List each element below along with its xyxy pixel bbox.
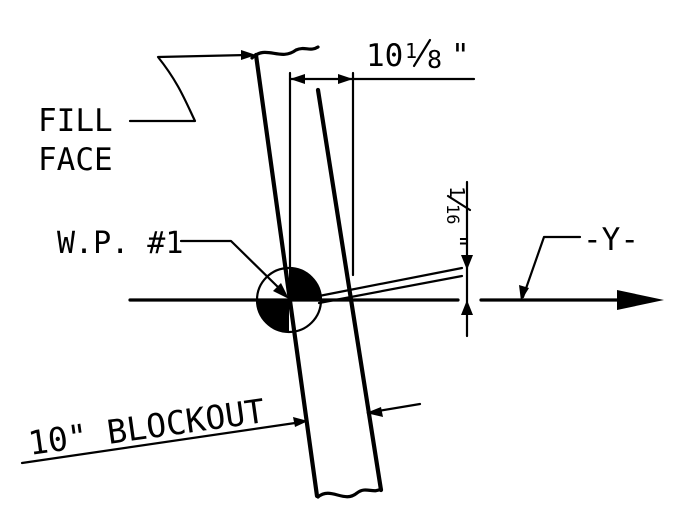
fill-face-leader	[128, 53, 249, 123]
offset-arrow-top	[461, 255, 473, 270]
y-axis-label: -Y-	[583, 222, 639, 258]
fill-face-label-line2: FACE	[38, 142, 113, 178]
axis-label-leader	[521, 235, 582, 299]
axis-label-leader-arrow	[519, 285, 529, 301]
offset-inch-mark: "	[443, 234, 471, 248]
dimension-inch-mark: "	[451, 38, 470, 74]
dimension-fraction-denominator: 8	[427, 45, 442, 74]
top-break-line	[250, 45, 320, 60]
work-point-quadrant-upper-right	[289, 268, 321, 300]
fill-face-leader-arrow	[241, 50, 256, 60]
dimension-whole-value: 10	[366, 38, 403, 74]
dimension-arrow-right	[338, 74, 353, 84]
work-point-quadrant-lower-left	[257, 300, 289, 332]
dimension-arrow-left	[290, 74, 305, 84]
blockout-label: 10" BLOCKOUT	[26, 391, 268, 463]
offset-fraction-numerator: 1	[445, 186, 469, 198]
work-point-leader-arrow	[273, 283, 289, 299]
work-point-label: W.P. #1	[57, 226, 183, 261]
fraction-slash	[412, 38, 432, 68]
work-point-leader	[179, 239, 284, 293]
offset-dimension: 1 16 "	[317, 180, 473, 338]
back-face-arrow	[366, 407, 383, 417]
offset-fraction-denominator: 16	[442, 204, 462, 224]
fill-face-line	[253, 52, 320, 499]
blockout-width-dimension: 10 1 8 "	[288, 38, 476, 277]
y-axis-arrowhead	[617, 290, 664, 310]
blockout-leader-arrow	[293, 417, 308, 427]
offset-line-lower	[317, 274, 464, 305]
dimension-fraction-numerator: 1	[405, 39, 417, 63]
offset-arrow-bottom	[461, 300, 473, 315]
bottom-break-line	[316, 487, 383, 499]
fill-face-label-line1: FILL	[38, 103, 113, 139]
y-axis-line	[128, 290, 664, 310]
offset-line-upper	[317, 266, 464, 298]
blockout-leader	[20, 420, 304, 465]
